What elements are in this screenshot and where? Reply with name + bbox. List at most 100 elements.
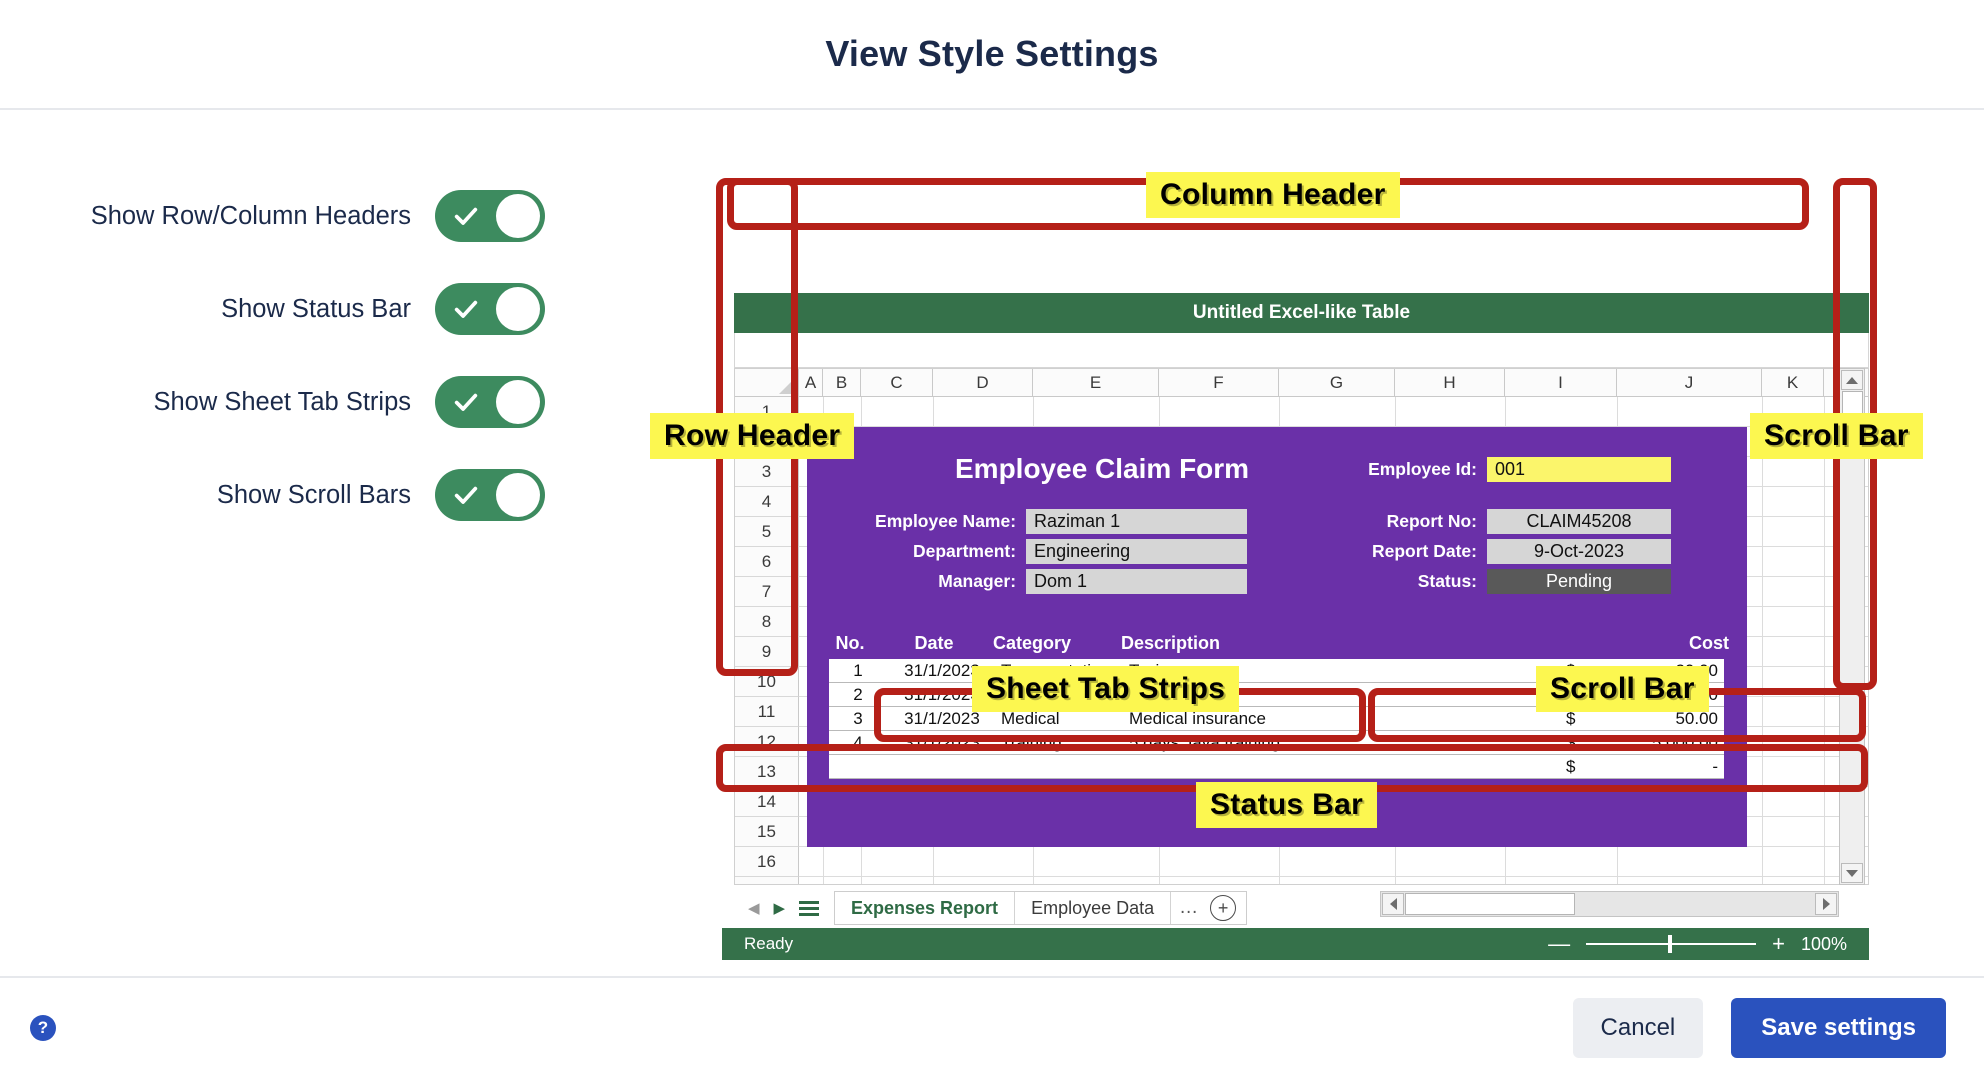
sheet-tab-employee-data[interactable]: Employee Data <box>1015 892 1172 924</box>
settings-list: Show Row/Column Headers Show Status Bar … <box>0 110 560 562</box>
zoom-in-icon[interactable]: + <box>1772 931 1785 956</box>
grid-cells-area[interactable]: Employee Claim Form Employee Name: Razim… <box>799 397 1868 884</box>
field-report-date: Report Date: 9-Oct-2023 <box>1277 539 1737 564</box>
sheet-nav-buttons: ◀ ▶ <box>734 899 834 917</box>
prev-sheet-arrow-icon[interactable]: ◀ <box>748 900 760 917</box>
cell-no: 4 <box>853 732 863 752</box>
column-header-k[interactable]: K <box>1762 369 1824 397</box>
employee-claim-form: Employee Claim Form Employee Name: Razim… <box>807 427 1747 847</box>
zoom-controls: — + 100% <box>1548 933 1869 955</box>
row-header-11[interactable]: 11 <box>735 697 799 727</box>
row-header-16[interactable]: 16 <box>735 847 799 877</box>
field-department: Department: Engineering <box>827 539 1247 564</box>
cancel-button[interactable]: Cancel <box>1572 998 1704 1058</box>
column-header-c[interactable]: C <box>861 369 933 397</box>
sheet-tabs: Expenses Report Employee Data … + <box>834 891 1248 925</box>
status-badge[interactable]: Pending <box>1487 569 1671 594</box>
setting-row-row-column-headers: Show Row/Column Headers <box>0 190 560 242</box>
row-header-3[interactable]: 3 <box>735 457 799 487</box>
status-text: Ready <box>744 934 794 953</box>
setting-label-status-bar: Show Status Bar <box>221 294 411 323</box>
next-sheet-arrow-icon[interactable]: ▶ <box>773 900 786 917</box>
row-header-17[interactable]: 17 <box>735 877 799 884</box>
row-header-4[interactable]: 4 <box>735 487 799 517</box>
select-all-corner[interactable] <box>735 369 799 397</box>
setting-row-status-bar: Show Status Bar <box>0 283 560 335</box>
row-header-8[interactable]: 8 <box>735 607 799 637</box>
page-title: View Style Settings <box>825 33 1159 74</box>
expense-header-date: Date <box>914 633 954 653</box>
field-label-employee-id: Employee Id: <box>1368 459 1477 479</box>
column-header-b[interactable]: B <box>823 369 861 397</box>
zoom-out-icon[interactable]: — <box>1548 931 1571 956</box>
cell-date: 31/1/2023 <box>904 732 980 752</box>
zoom-slider-handle[interactable] <box>1668 935 1673 953</box>
cell-currency: $ <box>1566 756 1576 776</box>
row-header-15[interactable]: 15 <box>735 817 799 847</box>
scroll-down-arrow-icon[interactable] <box>1841 863 1863 883</box>
help-icon[interactable]: ? <box>30 1015 56 1041</box>
cell-cost: 5,000.00 <box>1651 732 1718 752</box>
dialog-body: Show Row/Column Headers Show Status Bar … <box>0 110 1984 978</box>
zoom-slider[interactable] <box>1586 935 1757 953</box>
row-header-12[interactable]: 12 <box>735 727 799 757</box>
column-header-a[interactable]: A <box>799 369 823 397</box>
cell-description: 5 days Java training <box>1129 732 1281 752</box>
cell-cost: 50.00 <box>1675 708 1718 728</box>
toggle-show-row-column-headers[interactable] <box>435 190 545 242</box>
toggle-knob <box>496 194 540 238</box>
column-header-f[interactable]: F <box>1159 369 1279 397</box>
field-value-employee-name[interactable]: Raziman 1 <box>1026 509 1247 534</box>
all-sheets-menu-icon[interactable] <box>799 900 820 916</box>
check-icon <box>454 207 478 225</box>
row-header-9[interactable]: 9 <box>735 637 799 667</box>
row-header-5[interactable]: 5 <box>735 517 799 547</box>
cell-category: Training <box>1001 732 1062 752</box>
column-header-i[interactable]: I <box>1505 369 1617 397</box>
add-sheet-icon[interactable]: + <box>1210 895 1237 921</box>
field-value-department[interactable]: Engineering <box>1026 539 1247 564</box>
expense-header-category: Category <box>993 633 1072 653</box>
row-header-14[interactable]: 14 <box>735 787 799 817</box>
setting-label-scroll-bars: Show Scroll Bars <box>216 480 411 509</box>
column-header-d[interactable]: D <box>933 369 1033 397</box>
scroll-left-arrow-icon[interactable] <box>1382 893 1404 915</box>
column-header-j[interactable]: J <box>1617 369 1762 397</box>
scroll-right-arrow-icon[interactable] <box>1815 893 1837 915</box>
row-header-10[interactable]: 10 <box>735 667 799 697</box>
column-header-h[interactable]: H <box>1395 369 1505 397</box>
sheet-tab-expenses-report[interactable]: Expenses Report <box>835 892 1016 924</box>
table-row[interactable]: $ - <box>829 755 1724 779</box>
field-report-no: Report No: CLAIM45208 <box>1277 509 1737 534</box>
cell-no: 3 <box>853 708 863 728</box>
sheet-tabs-overflow-icon[interactable]: … <box>1179 897 1199 918</box>
horizontal-scrollbar[interactable] <box>1380 891 1839 917</box>
field-value-report-date[interactable]: 9-Oct-2023 <box>1487 539 1671 564</box>
toggle-show-scroll-bars[interactable] <box>435 469 545 521</box>
horizontal-scroll-thumb[interactable] <box>1405 893 1575 915</box>
field-label-status: Status: <box>1417 571 1477 591</box>
row-header-13[interactable]: 13 <box>735 757 799 787</box>
toggle-show-sheet-tab-strips[interactable] <box>435 376 545 428</box>
cell-currency: $ <box>1566 708 1576 728</box>
row-header-6[interactable]: 6 <box>735 547 799 577</box>
scroll-up-arrow-icon[interactable] <box>1841 370 1863 390</box>
toggle-knob <box>496 380 540 424</box>
dialog-footer: ? Cancel Save settings <box>0 978 1984 1078</box>
field-value-employee-id[interactable]: 001 <box>1487 457 1671 482</box>
setting-label-row-column-headers: Show Row/Column Headers <box>90 201 411 230</box>
setting-row-scroll-bars: Show Scroll Bars <box>0 469 560 521</box>
toggle-show-status-bar[interactable] <box>435 283 545 335</box>
field-manager: Manager: Dom 1 <box>827 569 1247 594</box>
save-settings-button[interactable]: Save settings <box>1731 998 1946 1058</box>
column-header-g[interactable]: G <box>1279 369 1395 397</box>
setting-label-sheet-tab-strips: Show Sheet Tab Strips <box>153 387 411 416</box>
field-value-manager[interactable]: Dom 1 <box>1026 569 1247 594</box>
column-header-e[interactable]: E <box>1033 369 1159 397</box>
field-employee-id: Employee Id: 001 <box>1277 457 1737 482</box>
row-header-7[interactable]: 7 <box>735 577 799 607</box>
field-value-report-no[interactable]: CLAIM45208 <box>1487 509 1671 534</box>
annotation-label-column-header: Column Header <box>1146 172 1400 218</box>
dialog-header: View Style Settings <box>0 0 1984 110</box>
table-row[interactable]: 4 31/1/2023 Training 5 days Java trainin… <box>829 731 1724 755</box>
